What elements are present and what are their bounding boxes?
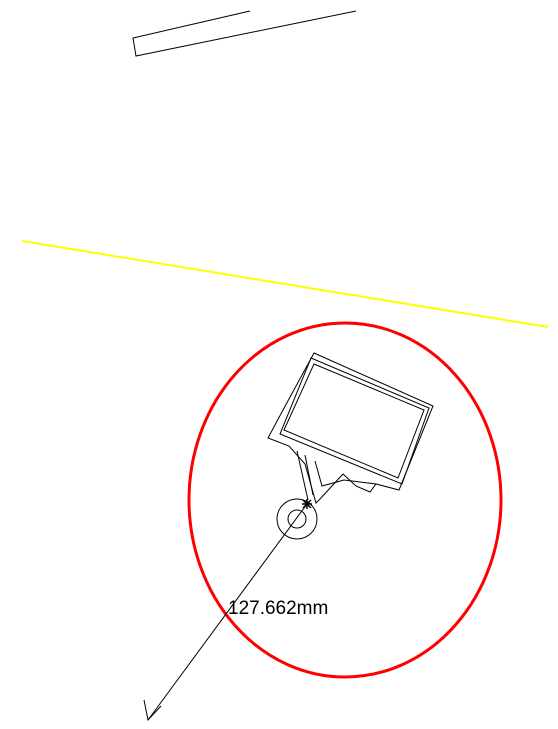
yellow-construction-line[interactable] <box>21 240 549 328</box>
panel-mid-frame <box>279 357 430 485</box>
pivot-inner-circle <box>287 509 307 529</box>
red-highlight-circle[interactable] <box>187 321 503 679</box>
dimension-label: 127.662mm <box>228 598 328 619</box>
bracket-inner-line <box>304 454 314 496</box>
panel-inner-frame <box>283 363 425 479</box>
bracket-right-arm <box>314 460 377 487</box>
bracket-left-arm <box>296 450 309 501</box>
slanted-bar-part[interactable] <box>132 10 357 57</box>
dimension-leader-line[interactable] <box>147 503 308 721</box>
panel-outer-frame <box>267 352 434 504</box>
open-arrowhead-icon <box>143 699 162 722</box>
pivot-outer-circle[interactable] <box>276 498 318 540</box>
mounted-panel-part[interactable] <box>267 352 434 504</box>
slanted-bar-outline <box>132 10 357 57</box>
